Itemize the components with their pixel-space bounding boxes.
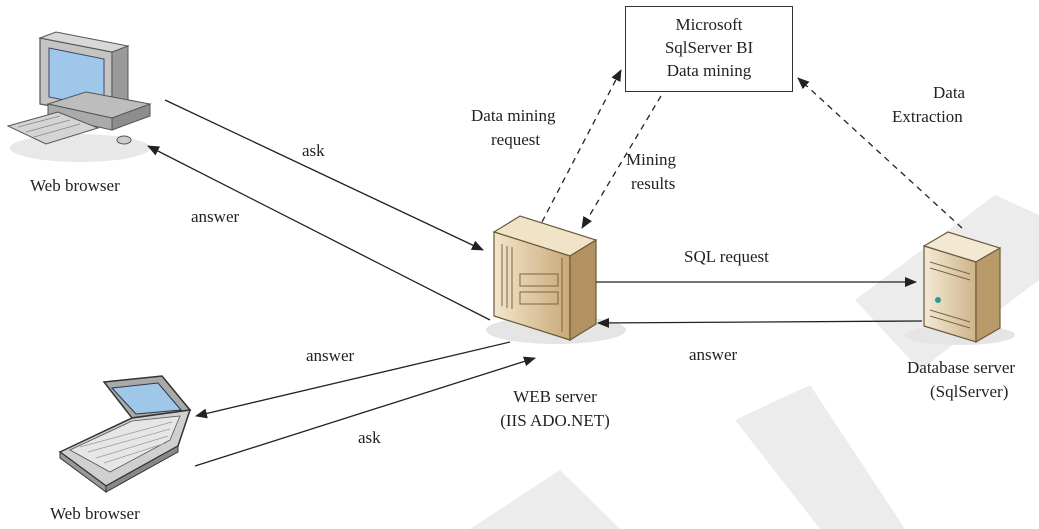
database-server-label: Database server [907, 358, 1016, 377]
web-server-icon [486, 215, 626, 344]
database-server-sublabel: (SqlServer) [930, 382, 1009, 401]
db-answer-label: answer [689, 345, 738, 364]
laptop-answer-label: answer [306, 346, 355, 365]
mining-results-label-line2: results [631, 174, 676, 193]
bi-data-mining-box: Microsoft SqlServer BI Data mining [625, 6, 793, 92]
desktop-answer-arrow [147, 145, 491, 321]
web-server-sublabel: (IIS ADO.NET) [500, 411, 610, 430]
desktop-ask-label: ask [302, 141, 325, 160]
bi-box-line2: SqlServer BI [664, 38, 754, 57]
desktop-answer-label: answer [191, 207, 240, 226]
web-server-label: WEB server [513, 387, 597, 406]
bi-box-line1: Microsoft [675, 15, 743, 34]
mining-request-label-line1: Data mining [471, 106, 556, 125]
laptop-icon [58, 375, 192, 493]
desktop-browser-label: Web browser [30, 176, 120, 195]
laptop-browser-label: Web browser [50, 504, 140, 523]
sql-request-label: SQL request [684, 247, 769, 266]
db-answer-arrow [597, 317, 923, 328]
mining-results-label-line1: Mining [626, 150, 677, 169]
data-extraction-arrow [797, 77, 963, 229]
mining-request-arrow [541, 69, 622, 223]
data-extraction-label-line1: Data [933, 83, 966, 102]
bi-box-line3: Data mining [666, 61, 752, 80]
database-server-icon [905, 231, 1015, 345]
desktop-computer-icon [6, 31, 152, 162]
mining-request-label-line2: request [491, 130, 541, 149]
laptop-answer-arrow [195, 341, 511, 419]
desktop-ask-arrow [164, 99, 484, 251]
mining-results-arrow [581, 95, 662, 229]
laptop-ask-label: ask [358, 428, 381, 447]
laptop-ask-arrow [194, 356, 536, 467]
data-extraction-label-line2: Extraction [892, 107, 963, 126]
